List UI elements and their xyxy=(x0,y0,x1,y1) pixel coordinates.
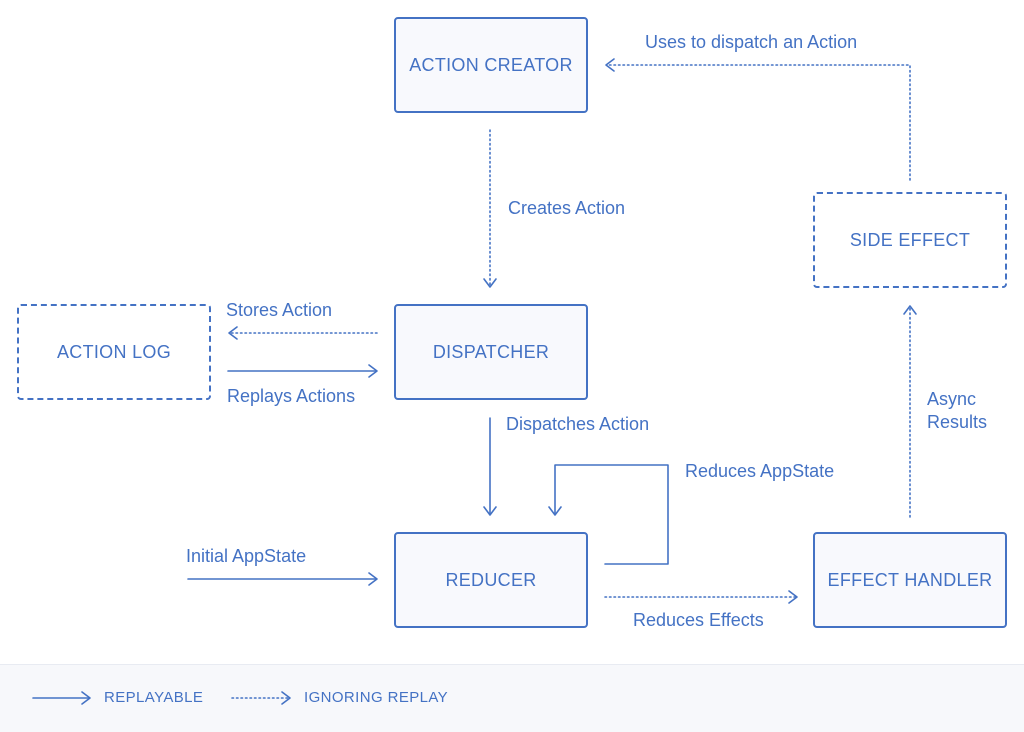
label-replays-actions: Replays Actions xyxy=(227,386,356,406)
label-async-results: Async Results xyxy=(927,389,988,432)
arrowhead-action-creator xyxy=(605,58,615,72)
label-dispatches-action: Dispatches Action xyxy=(506,414,650,434)
arrowhead-action-log xyxy=(228,326,238,340)
legend-lines xyxy=(32,691,291,705)
node-action-log: ACTION LOG xyxy=(17,304,211,400)
legend-solid-arrowhead xyxy=(81,691,91,705)
node-dispatcher: DISPATCHER xyxy=(394,304,588,400)
node-side-effect-label: SIDE EFFECT xyxy=(849,229,971,250)
node-side-effect: SIDE EFFECT xyxy=(813,192,1007,288)
label-initial-appstate: Initial AppState xyxy=(186,546,307,566)
node-dispatcher-label: DISPATCHER xyxy=(432,341,550,362)
legend-dotted-arrowhead xyxy=(281,691,291,705)
arrowhead-reducer-top xyxy=(483,506,497,516)
node-action-log-label: ACTION LOG xyxy=(56,341,171,362)
edge-side-effect-to-action-creator xyxy=(606,64,911,181)
node-action-creator-label: ACTION CREATOR xyxy=(409,54,573,75)
node-reducer-label: REDUCER xyxy=(445,569,537,590)
legend-ignoring-replay: IGNORING REPLAY xyxy=(304,689,449,706)
label-reduces-appstate: Reduces AppState xyxy=(685,461,835,481)
arrowhead-dispatcher xyxy=(483,278,497,288)
arrowhead-loop xyxy=(548,506,562,516)
node-action-creator: ACTION CREATOR xyxy=(394,17,588,113)
node-effect-handler: EFFECT HANDLER xyxy=(813,532,1007,628)
arrowhead-replays xyxy=(368,364,378,378)
label-uses-to-dispatch: Uses to dispatch an Action xyxy=(645,32,858,52)
arrowhead-initial xyxy=(368,572,378,586)
label-stores-action: Stores Action xyxy=(226,300,333,320)
node-reducer: REDUCER xyxy=(394,532,588,628)
connector-lines xyxy=(187,58,917,604)
node-effect-handler-label: EFFECT HANDLER xyxy=(827,569,993,590)
flow-diagram: ACTION CREATOR SIDE EFFECT ACTION LOG DI… xyxy=(17,17,1007,630)
legend-replayable: REPLAYABLE xyxy=(104,689,204,706)
arrowhead-side-effect xyxy=(903,305,917,315)
edge-reduces-appstate xyxy=(554,464,669,565)
label-creates-action: Creates Action xyxy=(508,198,626,218)
arrowhead-effect-handler xyxy=(788,590,798,604)
legend: REPLAYABLE IGNORING REPLAY xyxy=(0,664,1024,732)
label-reduces-effects: Reduces Effects xyxy=(633,610,764,630)
